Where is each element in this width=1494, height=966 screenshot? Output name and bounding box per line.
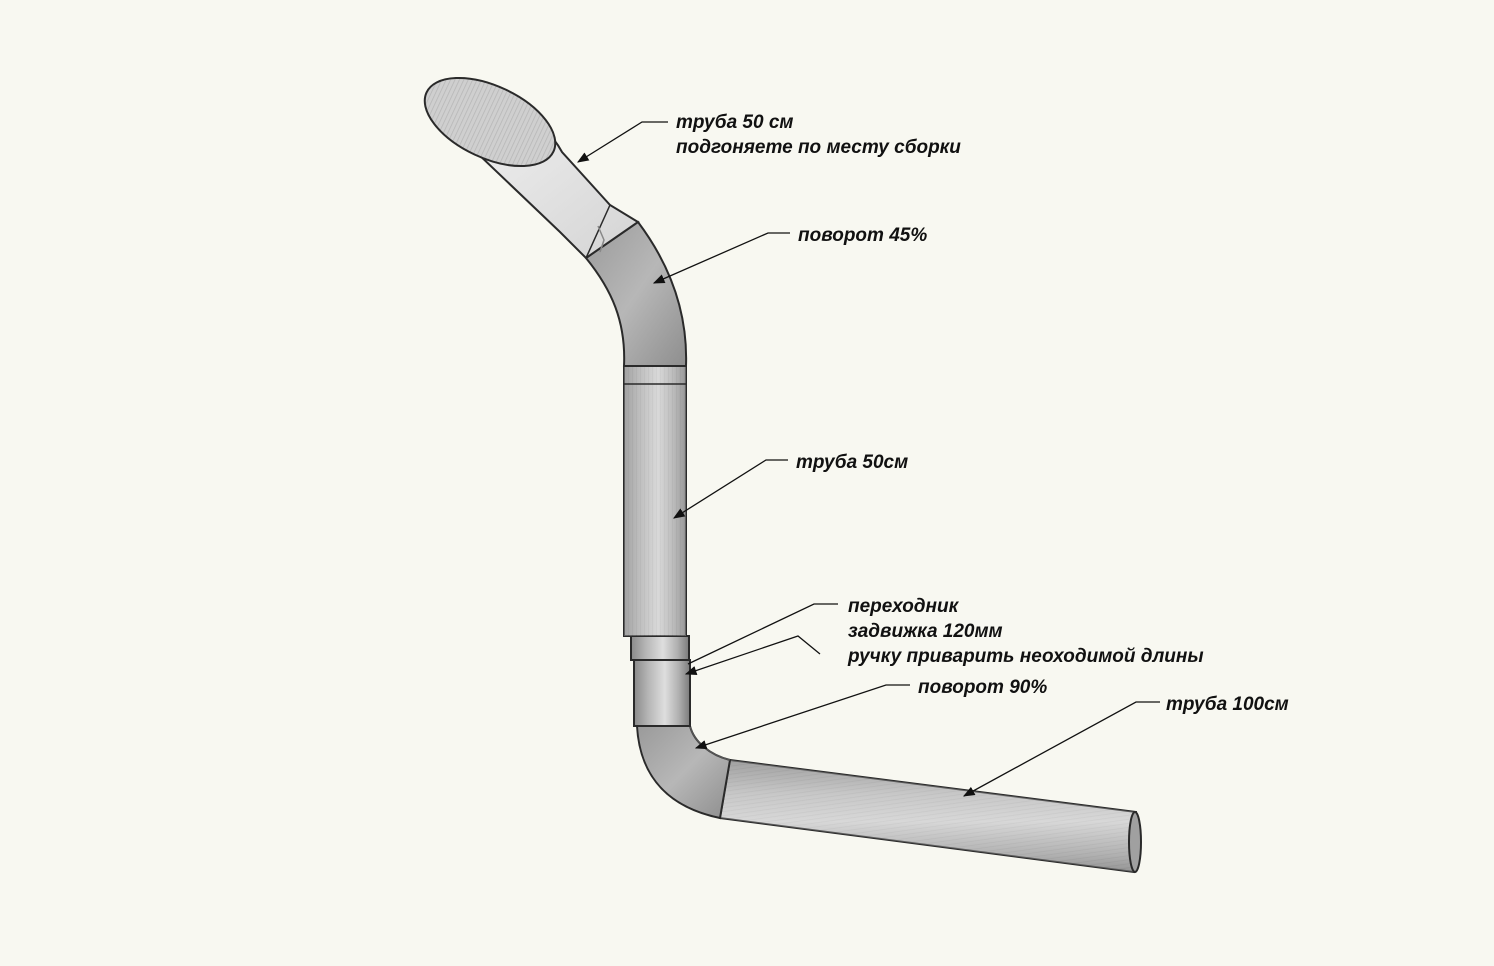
leader-lines bbox=[577, 121, 1160, 797]
label-top-pipe-line2: подгоняете по месту сборки bbox=[676, 137, 961, 158]
adapter-damper bbox=[630, 635, 691, 727]
label-bottom-pipe: труба 100см bbox=[1166, 694, 1289, 715]
bottom-pipe bbox=[718, 758, 1142, 874]
label-adapter-line2: задвижка 120мм bbox=[848, 621, 1003, 642]
middle-pipe bbox=[623, 365, 687, 637]
bend-45 bbox=[584, 220, 688, 367]
label-adapter-line1: переходник bbox=[848, 596, 960, 617]
label-bend-45: поворот 45% bbox=[798, 225, 927, 246]
top-pipe bbox=[423, 76, 640, 260]
label-top-pipe-line1: труба 50 см bbox=[676, 112, 793, 133]
label-bend-90: поворот 90% bbox=[918, 677, 1047, 698]
label-middle-pipe: труба 50см bbox=[796, 452, 908, 473]
label-adapter-line3: ручку приварить неоходимой длины bbox=[847, 646, 1204, 667]
bend-90 bbox=[635, 725, 732, 820]
